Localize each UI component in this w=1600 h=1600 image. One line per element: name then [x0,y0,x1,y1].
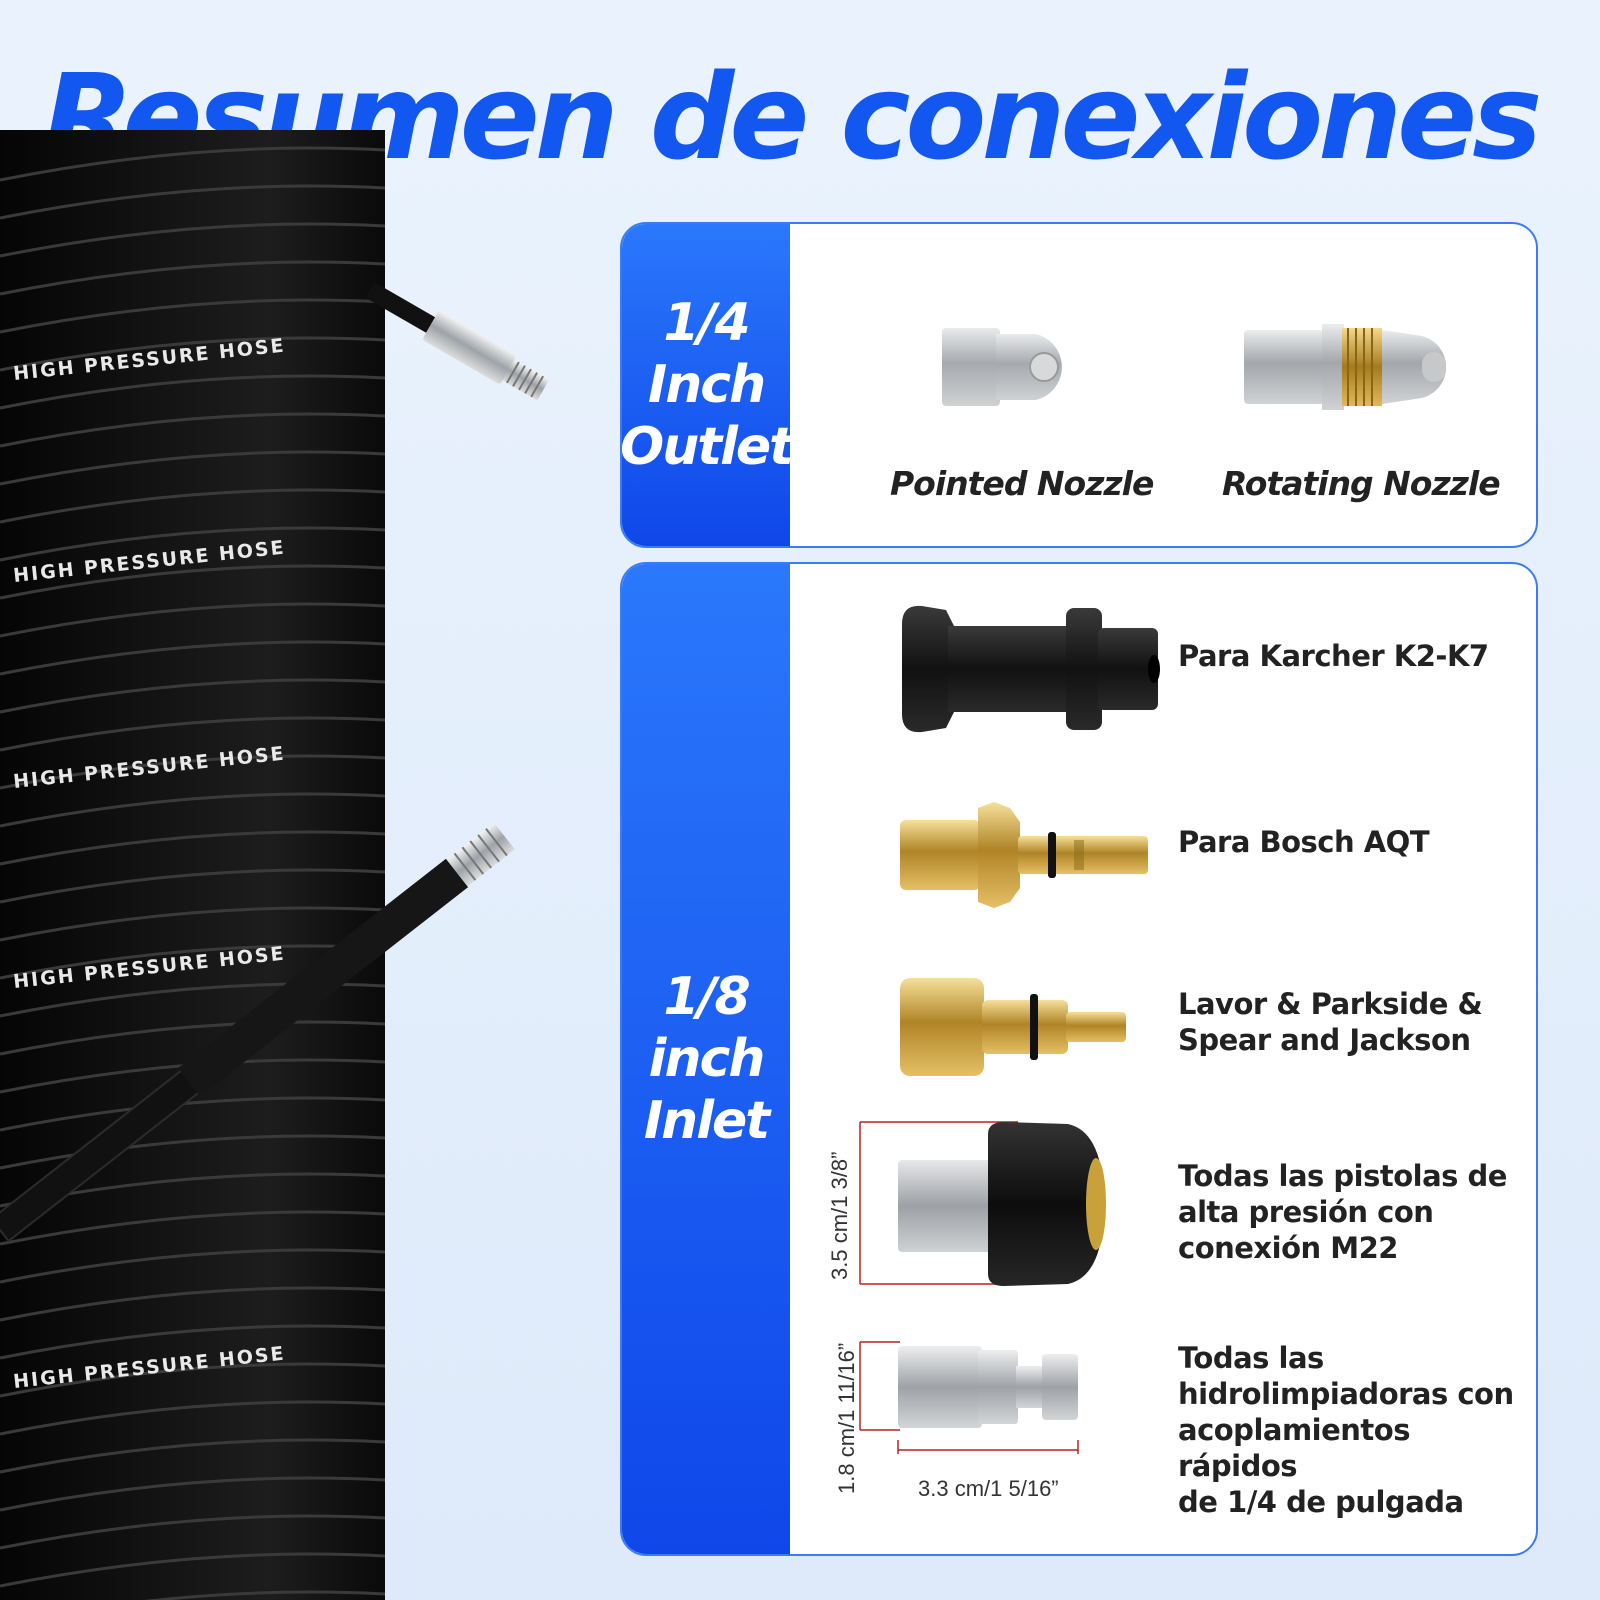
coil-winding [0,1210,386,1246]
coil-winding [0,1438,386,1474]
bosch-label: Para Bosch AQT [1178,824,1430,860]
coil-winding [0,1514,386,1550]
quick-coupler-label-line-3: acoplamientos rápidos [1178,1413,1410,1483]
lavor-label-line-1: Lavor & Parkside & [1178,987,1483,1021]
m22-adapter-icon [859,1121,1106,1286]
karcher-label-line: Para Karcher K2-K7 [1178,639,1489,673]
m22-label-line-1: Todas las pistolas de [1178,1159,1507,1193]
outlet-type: Outlet [620,417,794,477]
inlet-type: Inlet [643,1091,770,1151]
coil-winding [0,640,386,676]
inlet-panel: 1/8 inch Inlet Para Karcher K2-K7 Pa [620,562,1538,1556]
lavor-label-line-2: Spear and Jackson [1178,1023,1471,1057]
outlet-panel: 1/4 Inch Outlet [620,222,1538,548]
inlet-header: 1/8 inch Inlet [622,564,790,1554]
coil-winding [0,716,386,752]
coil-winding [0,1020,386,1056]
outlet-size: 1/4 [663,293,750,353]
rotating-nozzle-label: Rotating Nozzle [1222,464,1501,503]
m22-label: Todas las pistolas de alta presión con c… [1178,1158,1507,1266]
coupler-length-dimension: 3.3 cm/1 5/16” [918,1476,1059,1501]
coil-winding [0,602,386,638]
coil-winding [0,146,386,182]
coil-winding [0,1324,386,1360]
coil-winding [0,412,386,448]
pointed-nozzle-label: Pointed Nozzle [890,464,1154,503]
coil-winding [0,1248,386,1284]
coil-winding [0,1134,386,1170]
coil-winding [0,526,386,562]
coil-winding [0,336,386,372]
coil-winding [143,1590,386,1600]
inlet-unit: inch [648,1029,766,1089]
coil-winding [0,1286,386,1322]
rotating-nozzle-icon [1244,324,1447,410]
coil-winding [0,1476,386,1512]
coil-winding [0,1096,386,1132]
pointed-nozzle-icon [942,328,1062,406]
coil-winding [0,1362,386,1398]
coil-winding [0,830,386,866]
lavor-adapter-icon [900,978,1126,1076]
coil-winding [0,184,386,220]
outlet-unit: Inch [647,355,766,415]
coil-winding [0,868,386,904]
coupler-height-dimension: 1.8 cm/1 11/16” [834,1342,859,1494]
m22-label-line-3: conexión M22 [1178,1231,1398,1265]
lavor-label: Lavor & Parkside & Spear and Jackson [1178,986,1483,1058]
quick-coupler-label-line-1: Todas las [1178,1341,1324,1375]
coil-winding [0,678,386,714]
m22-label-line-2: alta presión con [1178,1195,1434,1229]
bosch-label-line: Para Bosch AQT [1178,825,1430,859]
karcher-adapter-icon [902,605,1160,733]
coil-winding [0,754,386,790]
quick-coupler-label-line-4: de 1/4 de pulgada [1178,1485,1464,1519]
coil-winding [0,1400,386,1436]
coil-winding [0,298,386,334]
coil-winding [0,488,386,524]
coil-winding [0,374,386,410]
coil-winding [0,450,386,486]
quick-coupler-label-line-2: hidrolimpiadoras con [1178,1377,1514,1411]
m22-height-dimension: 3.5 cm/1 3/8” [827,1151,852,1280]
coil-winding [0,564,386,600]
karcher-label: Para Karcher K2-K7 [1178,638,1489,674]
coil-winding [0,222,386,258]
outlet-header: 1/4 Inch Outlet [620,224,794,546]
coil-winding [0,260,386,296]
coil-winding [0,792,386,828]
bosch-adapter-icon [900,802,1148,908]
inlet-size: 1/8 [663,967,750,1027]
coil-winding [0,1552,386,1588]
coil-winding [0,906,386,942]
quick-coupler-label: Todas las hidrolimpiadoras con acoplamie… [1178,1340,1536,1520]
quick-coupler-icon [859,1341,1079,1454]
